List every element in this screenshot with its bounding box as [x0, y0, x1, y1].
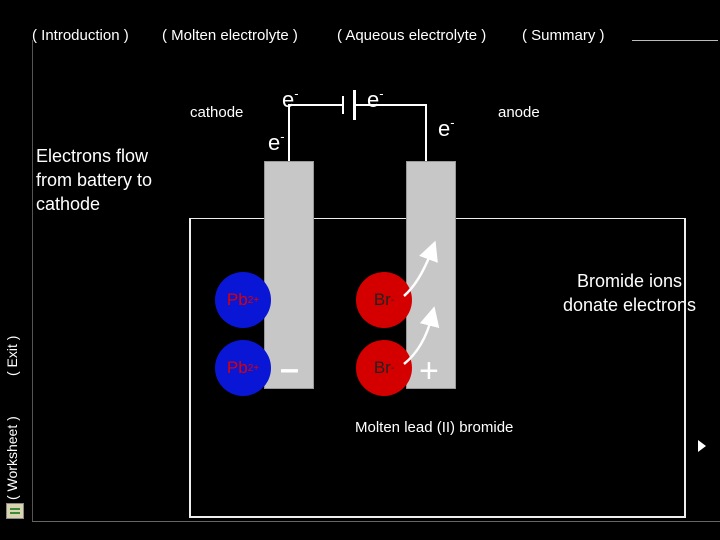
side-nav: ( Worksheet ) ( Exit ) [0, 0, 20, 540]
cathode-sign: – [280, 350, 299, 388]
anode-label: anode [498, 104, 540, 121]
notepad-icon[interactable] [6, 503, 24, 519]
bromide-ion-2: Br- [356, 340, 412, 396]
wire-top-right [356, 104, 426, 106]
bottom-divider [32, 521, 720, 522]
battery-long-plate [342, 96, 344, 114]
wire-to-cathode [288, 104, 290, 162]
right-caption: Bromide ions donate electrons [562, 271, 697, 315]
anode-sign: + [419, 352, 439, 390]
nav-divider [632, 40, 718, 41]
battery-short-plate [353, 90, 356, 120]
nav-worksheet[interactable]: ( Worksheet ) [4, 416, 20, 500]
wire-top-left [288, 104, 342, 106]
anode-electrode [406, 161, 456, 389]
arrow-2 [403, 306, 440, 365]
play-icon[interactable] [698, 440, 706, 452]
nav-summary[interactable]: ( Summary ) [522, 27, 605, 44]
bromide-ion-1: Br- [356, 272, 412, 328]
cathode-label: cathode [190, 104, 244, 121]
electron-3: e- [268, 129, 285, 155]
cathode-electrode [264, 161, 314, 389]
arrow-1 [403, 240, 438, 297]
electrolyte-label: Molten lead (II) bromide [355, 419, 514, 436]
left-caption: Electrons flow from battery to cathode [36, 146, 153, 214]
nav-molten-electrolyte[interactable]: ( Molten electrolyte ) [162, 27, 298, 44]
beaker [189, 218, 686, 518]
nav-introduction[interactable]: ( Introduction ) [32, 27, 129, 44]
nav-exit[interactable]: ( Exit ) [4, 335, 20, 376]
electron-transfer-arrows [403, 240, 440, 365]
electron-2: e- [367, 86, 384, 112]
electron-1: e- [282, 86, 299, 112]
electron-4: e- [438, 115, 455, 141]
wire-to-anode [425, 104, 427, 162]
side-divider [32, 40, 33, 522]
nav-aqueous-electrolyte[interactable]: ( Aqueous electrolyte ) [337, 27, 487, 44]
